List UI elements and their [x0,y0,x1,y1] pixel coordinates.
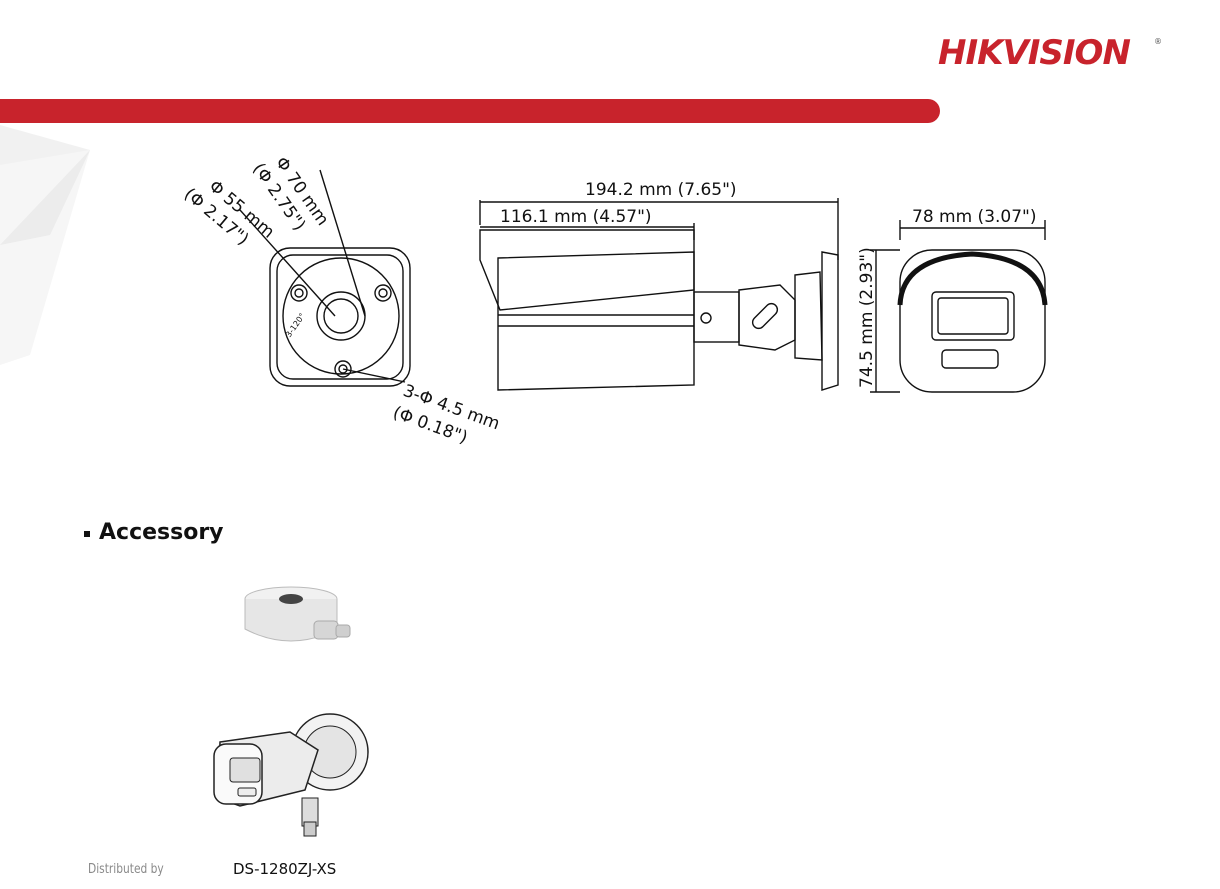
total-length-label: 194.2 mm (7.65") [585,180,737,200]
header-red-bar [0,99,940,123]
width-label: 78 mm (3.07") [912,207,1037,227]
junction-box-image [236,585,361,660]
camera-with-junction-box-image [210,710,370,845]
distributed-by-label: Distributed by [88,862,164,877]
brand-name: HIKVISION [938,33,1130,73]
registered-mark: ® [1154,37,1162,46]
dimension-drawing: Φ 70 mm (Φ 2.75") Φ 55 mm (Φ 2.17") 3-12… [180,140,1060,480]
background-watermark [0,125,110,365]
height-label: 74.5 mm (2.93") [857,247,877,388]
accessory-heading: Accessory [84,520,224,545]
hole-angle-label: 3-120° [284,312,307,339]
hikvision-logo: HIKVISION ® [936,30,1166,74]
section-title: Accessory [99,520,224,545]
bullet-icon [84,530,90,537]
body-length-label: 116.1 mm (4.57") [500,207,652,227]
model-number: DS-1280ZJ-XS [233,860,337,878]
